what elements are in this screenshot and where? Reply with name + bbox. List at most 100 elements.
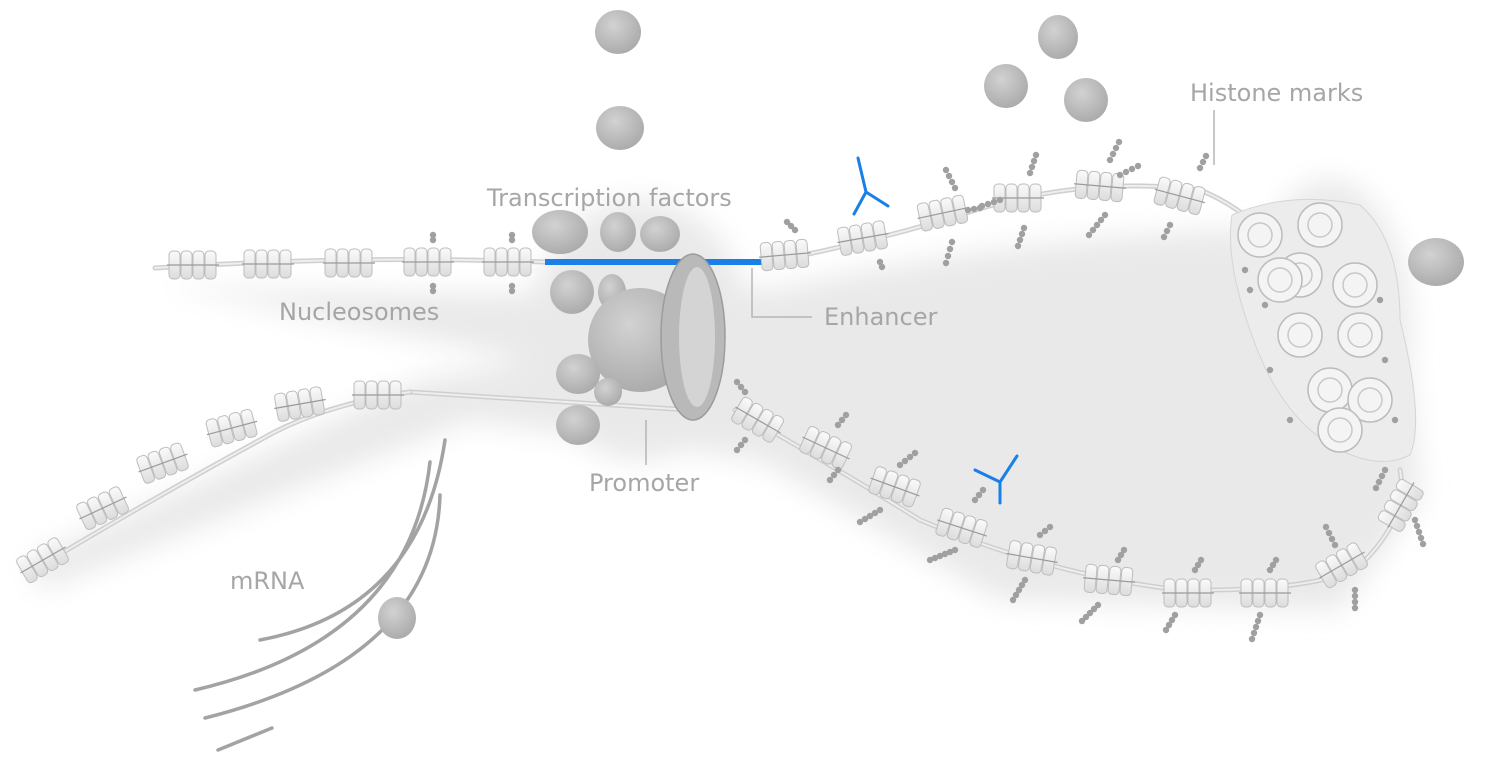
histone-mark	[1241, 266, 1249, 274]
nucleosome	[731, 396, 784, 443]
histone-mark	[1114, 556, 1122, 564]
packed-nucleosome-core	[1247, 222, 1273, 248]
nucleosome-dna-wrap	[1319, 551, 1365, 579]
histone-mark	[856, 518, 864, 526]
histone-mark	[1018, 230, 1026, 238]
histone-mark	[876, 258, 884, 266]
histone-mark	[1191, 566, 1199, 574]
label-mrna: mRNA	[230, 567, 305, 595]
free-protein	[1038, 15, 1078, 59]
nucleosome-dna-wrap	[1083, 577, 1135, 583]
histone-mark	[942, 259, 950, 267]
nucleosome-dna-wrap	[759, 252, 811, 258]
histone-mark	[741, 388, 749, 396]
mrna-strands	[193, 438, 447, 752]
free-protein	[596, 106, 644, 150]
nucleosome	[274, 386, 326, 422]
transcription-protein	[556, 354, 600, 394]
nucleosome-dna-wrap	[735, 406, 781, 434]
histone-mark	[948, 178, 956, 186]
packed-nucleosome	[1277, 312, 1323, 358]
histone-mark	[931, 554, 939, 562]
nucleosome-dna-wrap	[1074, 183, 1126, 189]
histone-mark	[996, 196, 1004, 204]
histone-mark	[1202, 152, 1210, 160]
histone-mark	[429, 287, 437, 295]
histone-mark	[970, 205, 978, 213]
histone-marks-layer	[429, 138, 1427, 643]
histone-mark	[787, 222, 795, 230]
histone-mark	[1322, 523, 1330, 531]
nucleosome-dna-wrap	[802, 436, 850, 460]
histone-mark	[1250, 629, 1258, 637]
nucleosome	[1377, 479, 1424, 532]
label-nucleosomes: Nucleosomes	[279, 298, 439, 326]
nucleosome	[992, 183, 1044, 213]
transcription-protein	[600, 212, 636, 252]
histone-mark	[1018, 581, 1026, 589]
label-enhancer: Enhancer	[824, 303, 937, 331]
histone-mark	[1021, 576, 1029, 584]
histone-mark	[834, 466, 842, 474]
label-transcription-factors: Transcription factors	[486, 184, 732, 212]
compacted-chromatin	[1230, 198, 1417, 462]
packed-nucleosome-core	[1307, 212, 1333, 238]
histone-mark	[976, 204, 984, 212]
packed-nucleosome-core	[1327, 417, 1353, 443]
nucleosome	[1153, 176, 1206, 216]
histone-mark	[951, 546, 959, 554]
histone-mark	[861, 515, 869, 523]
histone-mark	[906, 453, 914, 461]
histone-mark	[737, 441, 745, 449]
histone-mark	[1160, 233, 1168, 241]
histone-mark	[1391, 416, 1399, 424]
histone-mark	[984, 200, 992, 208]
histone-mark	[1041, 527, 1049, 535]
nucleosome	[76, 486, 129, 531]
packed-nucleosome-core	[1287, 322, 1313, 348]
histone-mark	[508, 282, 516, 290]
nucleosome	[837, 220, 889, 256]
histone-mark	[1248, 635, 1256, 643]
nucleosome-dna-wrap	[1006, 552, 1058, 564]
free-protein	[595, 10, 641, 54]
nucleosome-dna-wrap	[1387, 482, 1415, 528]
histone-mark	[1411, 516, 1419, 524]
histone-mark	[1272, 556, 1280, 564]
nucleosome-dna-wrap	[917, 207, 969, 219]
histone-mark	[508, 231, 516, 239]
histone-mark	[1128, 165, 1136, 173]
histone-mark	[842, 411, 850, 419]
histone-mark	[741, 436, 749, 444]
packed-nucleosome-core	[1357, 387, 1383, 413]
histone-mark	[1109, 150, 1117, 158]
histone-mark	[733, 446, 741, 454]
packed-nucleosome	[1332, 262, 1378, 308]
packed-nucleosome	[1237, 212, 1283, 258]
histone-mark	[1020, 224, 1028, 232]
histone-mark	[733, 378, 741, 386]
histone-mark	[911, 449, 919, 457]
enhancer-leader	[751, 268, 812, 318]
histone-mark	[1106, 156, 1114, 164]
histone-mark	[1028, 163, 1036, 171]
nucleosome-dna-wrap	[870, 477, 920, 497]
histone-mark	[1351, 586, 1359, 594]
histone-mark	[951, 184, 959, 192]
label-promoter: Promoter	[589, 469, 699, 497]
histone-mark	[1115, 138, 1123, 146]
free-protein	[1408, 238, 1464, 286]
histone-mark	[1165, 621, 1173, 629]
histone-mark	[1351, 592, 1359, 600]
nucleosome	[1006, 540, 1058, 576]
histone-mark	[1014, 242, 1022, 250]
nucleosome	[1074, 169, 1126, 203]
histone-mark	[508, 236, 516, 244]
histone-mark	[1331, 541, 1339, 549]
antibody-icon	[852, 156, 890, 216]
histone-mark	[1256, 611, 1264, 619]
packed-nucleosome-core	[1347, 322, 1373, 348]
histone-mark	[946, 245, 954, 253]
